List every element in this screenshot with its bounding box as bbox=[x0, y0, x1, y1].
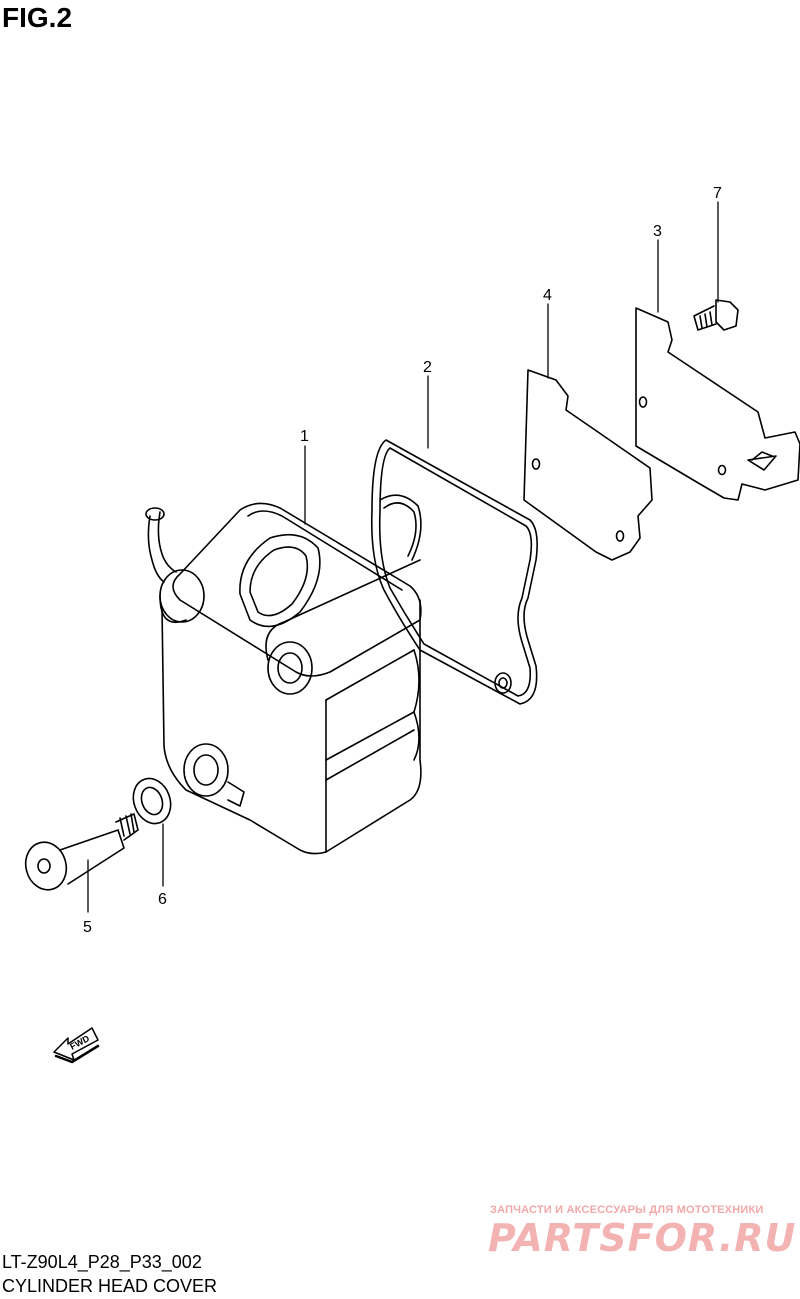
callout-3: 3 bbox=[653, 223, 662, 240]
part-3-bracket bbox=[635, 307, 800, 501]
callout-5: 5 bbox=[83, 919, 92, 936]
part-7-bolt bbox=[693, 299, 739, 331]
leader-lines bbox=[87, 201, 719, 913]
callout-1: 1 bbox=[300, 428, 309, 445]
part-4-gasket-sheet bbox=[523, 369, 653, 561]
watermark-logo: PARTSFOR.RU bbox=[488, 1216, 797, 1260]
callout-4: 4 bbox=[543, 287, 552, 304]
diagram-code: LT-Z90L4_P28_P33_002 bbox=[2, 1252, 202, 1272]
figure-title: FIG.2 bbox=[2, 2, 73, 33]
part-5-shoulder-bolt bbox=[24, 813, 139, 891]
part-2-head-gasket bbox=[370, 439, 538, 705]
callout-7: 7 bbox=[713, 185, 722, 202]
callout-numbers: 1 2 3 4 5 6 7 bbox=[83, 185, 722, 936]
diagram-caption: CYLINDER HEAD COVER bbox=[2, 1276, 218, 1296]
part-1-cylinder-head-cover bbox=[145, 502, 422, 855]
part-6-washer bbox=[132, 777, 172, 825]
fwd-arrow-icon: FWD bbox=[53, 1027, 100, 1064]
watermark-tagline: ЗАПЧАСТИ И АКСЕССУАРЫ ДЛЯ МОТОТЕХНИКИ bbox=[490, 1204, 764, 1216]
callout-6: 6 bbox=[158, 891, 167, 908]
callout-2: 2 bbox=[423, 359, 432, 376]
